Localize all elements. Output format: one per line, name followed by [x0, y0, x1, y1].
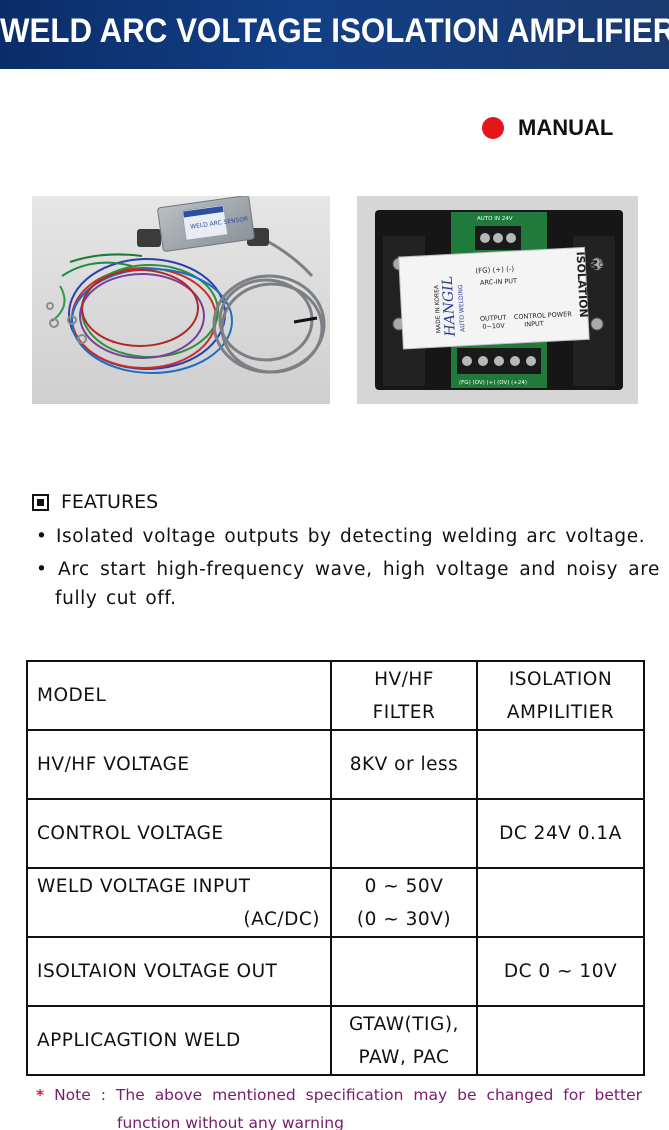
spec-label-cell: WELD VOLTAGE INPUT (AC/DC) — [26, 867, 332, 938]
filter-value: 0 ~ 50V — [364, 875, 444, 897]
feature-word: are — [628, 559, 660, 580]
filter-value: FILTER — [372, 701, 436, 723]
features-title: FEATURES — [61, 491, 159, 513]
note-word: above — [154, 1086, 203, 1104]
feature-word: voltage — [435, 559, 510, 580]
manual-label: MANUAL — [518, 115, 614, 140]
spec-label-cell: CONTROL VOLTAGE — [26, 798, 332, 869]
isolation-value: DC 0 ~ 10V — [503, 961, 618, 982]
header-banner: WELD ARC VOLTAGE ISOLATION AMPLIFIER — [0, 0, 669, 69]
filter-value: GTAW(TIG), — [349, 1013, 459, 1035]
filter-value-cell: GTAW(TIG), PAW, PAC — [330, 1005, 478, 1076]
spec-label: WELD VOLTAGE INPUT — [37, 875, 251, 897]
spec-label-cell: MODEL — [26, 660, 332, 731]
feature-word: wave, — [314, 559, 373, 580]
feature-word: high — [382, 559, 426, 580]
note-word: for — [563, 1086, 585, 1104]
spec-label: ISOLTAION VOLTAGE OUT — [37, 961, 278, 982]
model-code-label: MODEL:ISO24-10V — [597, 250, 608, 315]
product-photo-amplifier: AUTO IN 24V (FG) (+) (-) ARC-IN PUT OUTP… — [357, 196, 638, 404]
filter-value: HV/HF — [374, 668, 434, 690]
filter-value-cell: HV/HF FILTER — [330, 660, 478, 731]
spec-label: HV/HF VOLTAGE — [37, 754, 190, 775]
spec-label-cell: HV/HF VOLTAGE — [26, 729, 332, 800]
feature-word: noisy — [566, 559, 619, 580]
control-input-label: INPUT — [524, 320, 544, 329]
arc-terminal-label: (FG) (+) (-) — [475, 265, 514, 275]
feature-word: Arc — [58, 559, 90, 580]
isolation-value-cell: DC 0 ~ 10V — [476, 936, 645, 1007]
table-row: MODEL HV/HF FILTER ISOLATION AMPILITIER — [26, 660, 645, 731]
filter-value-cell: 8KV or less — [330, 729, 478, 800]
spec-label: APPLICAGTION WELD — [37, 1030, 241, 1051]
brand-label: HANGIL — [440, 276, 459, 338]
output-range-label: 0~10V — [482, 322, 505, 331]
note-word: Note — [54, 1086, 91, 1104]
pcb-top-label: AUTO IN 24V — [477, 216, 513, 222]
isolation-value-cell: ISOLATION AMPILITIER — [476, 660, 645, 731]
filter-value-cell — [330, 936, 478, 1007]
filter-value-cell: 0 ~ 50V (0 ~ 30V) — [330, 867, 478, 938]
feature-word: and — [519, 559, 556, 580]
note-word: specification — [305, 1086, 404, 1104]
note-word: be — [457, 1086, 477, 1104]
isolation-value: DC 24V 0.1A — [499, 823, 622, 844]
note-word: mentioned — [212, 1086, 296, 1104]
filter-value: 8KV or less — [349, 754, 459, 775]
made-in-label: MADE IN KOREA — [433, 284, 443, 333]
note-word: : — [100, 1086, 106, 1104]
isolation-value-cell — [476, 867, 645, 938]
note-word: changed — [486, 1086, 554, 1104]
amplifier-photo-illustration: AUTO IN 24V (FG) (+) (-) ARC-IN PUT OUTP… — [357, 196, 638, 404]
feature-text: Isolated voltage outputs by detecting we… — [56, 526, 646, 547]
note-line2: function without any warning — [117, 1114, 344, 1130]
table-row: APPLICAGTION WELD GTAW(TIG), PAW, PAC — [26, 1005, 645, 1076]
output-label: OUTPUT — [480, 314, 507, 323]
isolation-value-cell: DC 24V 0.1A — [476, 798, 645, 869]
feature-word: high-frequency — [156, 559, 305, 580]
table-row: ISOLTAION VOLTAGE OUT DC 0 ~ 10V — [26, 936, 645, 1007]
note-word: The — [115, 1086, 145, 1104]
note-asterisk: * — [36, 1086, 45, 1104]
feature-word: start — [100, 559, 147, 580]
feature-item: • Isolated voltage outputs by detecting … — [36, 526, 646, 547]
table-row: HV/HF VOLTAGE 8KV or less — [26, 729, 645, 800]
spec-label-cell: APPLICAGTION WELD — [26, 1005, 332, 1076]
spec-label-sub: (AC/DC) — [243, 908, 320, 930]
spec-label-cell: ISOLTAION VOLTAGE OUT — [26, 936, 332, 1007]
square-bullet-icon — [32, 493, 49, 511]
table-row: CONTROL VOLTAGE DC 24V 0.1A — [26, 798, 645, 869]
spec-label: CONTROL VOLTAGE — [37, 823, 224, 844]
table-row: WELD VOLTAGE INPUT (AC/DC) 0 ~ 50V (0 ~ 30V… — [26, 867, 645, 938]
isolation-value: ISOLATION — [508, 668, 613, 690]
arc-input-label: ARC-IN PUT — [480, 277, 517, 287]
isolation-value: AMPILITIER — [506, 701, 615, 723]
product-photo-sensor: WELD ARC SENSOR — [32, 196, 330, 404]
manual-link[interactable]: MANUAL — [482, 114, 613, 142]
red-dot-icon — [482, 117, 504, 139]
control-power-label: CONTROL POWER — [514, 310, 573, 321]
isolation-value-cell — [476, 1005, 645, 1076]
note-word: may — [413, 1086, 448, 1104]
module-title-line2: AMPLIFIER — [586, 251, 602, 318]
spec-table: MODEL HV/HF FILTER ISOLATION AMPILITIER HV/HF… — [26, 660, 645, 1076]
spec-label: MODEL — [37, 685, 107, 706]
bottom-terminal-label: (FG) (OV) (+) (OV) (+24) — [459, 380, 527, 386]
isolation-value-cell — [476, 729, 645, 800]
filter-value-cell — [330, 798, 478, 869]
module-title-line1: ISOLATION — [574, 251, 590, 318]
features-heading: FEATURES — [32, 491, 158, 513]
filter-value: (0 ~ 30V) — [356, 908, 452, 930]
brand-sub-label: AUTO WELDING — [457, 284, 466, 332]
filter-value: PAW, PAC — [358, 1046, 450, 1068]
sensor-photo-illustration: WELD ARC SENSOR — [32, 196, 330, 404]
feature-text-continued: fully cut off. — [55, 588, 177, 609]
page-title: WELD ARC VOLTAGE ISOLATION AMPLIFIER — [0, 12, 669, 50]
note-word: better — [594, 1086, 642, 1104]
